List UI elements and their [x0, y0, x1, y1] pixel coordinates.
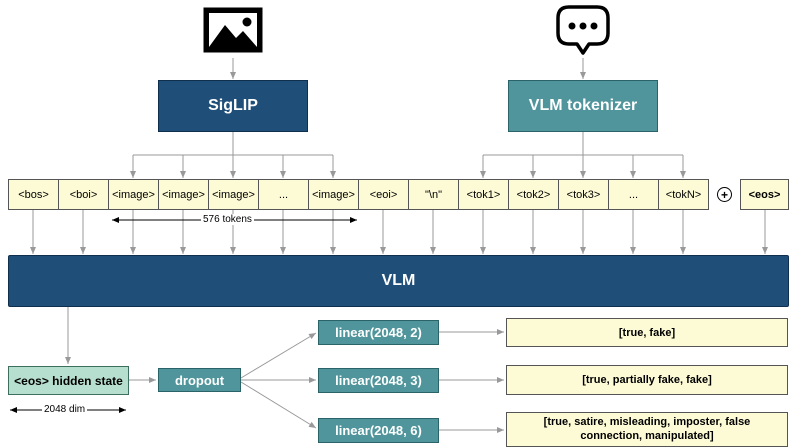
token-tok1: <tok1>	[458, 179, 509, 210]
image-icon	[203, 7, 263, 53]
output-labels-binary: [true, fake]	[506, 318, 788, 347]
plus-circle-icon: +	[717, 187, 732, 202]
siglip-encoder: SigLIP	[158, 80, 308, 132]
chat-bubble-icon	[555, 4, 611, 56]
token-image-3: <image>	[208, 179, 259, 210]
hidden-dim-label: 2048 dim	[42, 404, 88, 415]
token-newline: "\n"	[408, 179, 459, 210]
token-boi: <boi>	[58, 179, 109, 210]
token-image-2: <image>	[158, 179, 209, 210]
token-bos: <bos>	[8, 179, 59, 210]
token-eos: <eos>	[740, 179, 789, 210]
dropout-block: dropout	[158, 368, 241, 392]
token-image-ellipsis: ...	[258, 179, 309, 210]
token-tok3: <tok3>	[558, 179, 609, 210]
token-image-1: <image>	[108, 179, 159, 210]
linear-head-2: linear(2048, 2)	[318, 320, 439, 345]
eos-hidden-state: <eos> hidden state	[8, 366, 129, 395]
token-tokN: <tokN>	[658, 179, 709, 210]
token-eoi: <eoi>	[358, 179, 409, 210]
plus-symbol: +	[720, 187, 728, 202]
output-labels-three: [true, partially fake, fake]	[506, 365, 788, 395]
linear-head-3: linear(2048, 3)	[318, 368, 439, 393]
image-tokens-count-label: 576 tokens	[201, 214, 254, 225]
output-labels-six: [true, satire, misleading, imposter, fal…	[506, 412, 788, 447]
token-tok2: <tok2>	[508, 179, 559, 210]
vlm-block: VLM	[8, 255, 789, 307]
token-text-ellipsis: ...	[608, 179, 659, 210]
vlm-tokenizer: VLM tokenizer	[508, 80, 658, 132]
token-image-last: <image>	[308, 179, 359, 210]
linear-head-6: linear(2048, 6)	[318, 418, 439, 443]
